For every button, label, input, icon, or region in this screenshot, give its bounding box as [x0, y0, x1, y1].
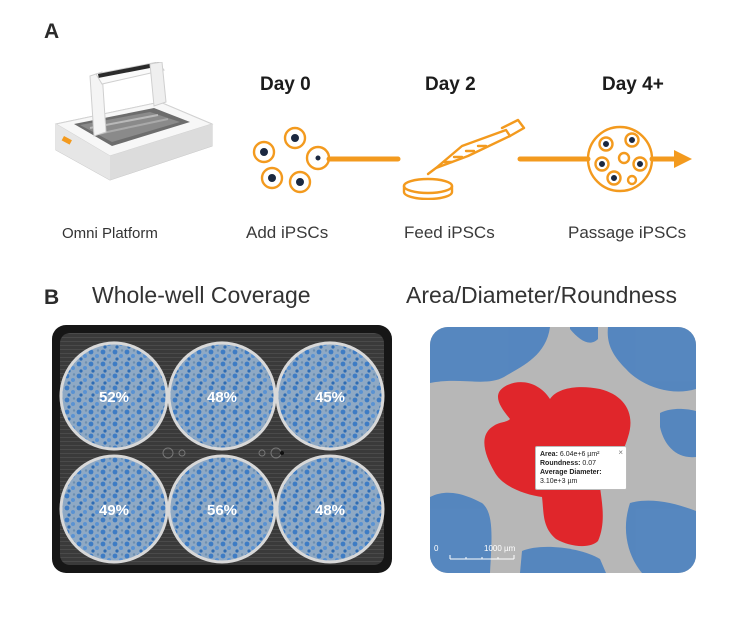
tooltip-area-row: Area: 6.04e+6 µm² [540, 451, 600, 458]
tooltip-roundness-row: Roundness: 0.07 [540, 460, 597, 467]
step-caption-add: Add iPSCs [246, 223, 329, 242]
well-6-coverage: 48% [315, 502, 345, 519]
day-2-label: Day 2 [425, 74, 476, 95]
well-4-coverage: 49% [99, 502, 129, 519]
well-5-coverage: 56% [207, 502, 237, 519]
well-2 [167, 341, 277, 451]
workflow-illustration [252, 118, 692, 200]
passage-dish-icon [586, 125, 654, 193]
well-2-coverage: 48% [207, 389, 237, 406]
panel-b-letter: B [44, 286, 60, 309]
well-1-coverage: 52% [99, 389, 129, 406]
measurement-tooltip: Area: 6.04e+6 µm² Roundness: 0.07 Averag… [535, 446, 627, 490]
colony-segmentation-image: 0 1000 µm Area: 6.04e+6 µm² Roundness: 0… [430, 327, 696, 573]
cell-coverage-overlay [430, 327, 696, 573]
scale-length-label: 1000 µm [484, 544, 516, 553]
arrow-head-icon [674, 150, 692, 168]
well-1 [59, 341, 169, 451]
well-3 [275, 341, 385, 451]
tooltip-diameter-value: 3.10e+3 µm [540, 478, 578, 485]
omni-platform-device [54, 62, 214, 181]
petri-dish-icon [402, 177, 454, 200]
day-0-label: Day 0 [260, 74, 311, 95]
six-well-plate-image: 52% 48% 45% 49% 56% 48% [52, 325, 392, 573]
scale-start-label: 0 [434, 544, 439, 553]
panel-a-letter: A [44, 20, 60, 43]
tooltip-close-icon[interactable]: × [618, 448, 623, 457]
well-6 [275, 454, 385, 564]
scale-bar [449, 555, 515, 560]
well-3-coverage: 45% [315, 389, 345, 406]
seeded-cells-icon [252, 126, 331, 194]
device-label: Omni Platform [62, 225, 158, 242]
well-5 [167, 454, 277, 564]
area-diameter-title: Area/Diameter/Roundness [406, 282, 678, 308]
day-4-label: Day 4+ [602, 74, 664, 95]
pipette-icon [426, 118, 526, 176]
step-caption-feed: Feed iPSCs [404, 223, 495, 242]
step-caption-passage: Passage iPSCs [568, 223, 687, 242]
well-4 [59, 454, 169, 564]
tooltip-diameter-label: Average Diameter: [540, 469, 602, 476]
whole-well-title: Whole-well Coverage [92, 282, 311, 308]
